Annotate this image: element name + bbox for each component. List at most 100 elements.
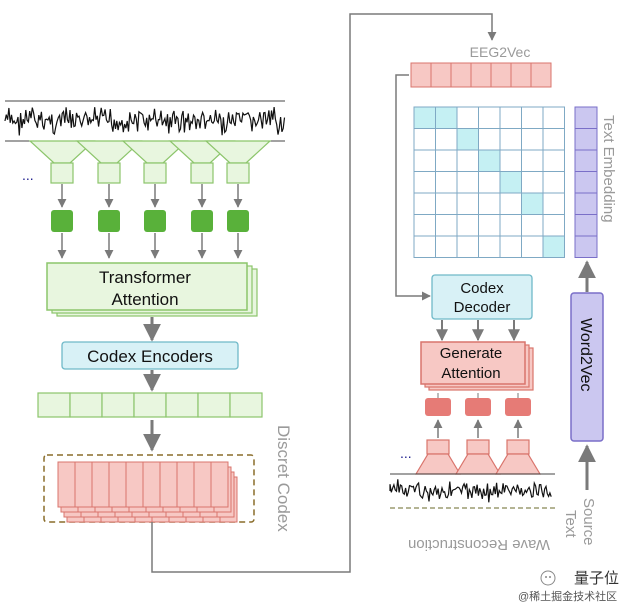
pink-cell bbox=[159, 461, 178, 508]
decoder-funnel-trapezoid bbox=[494, 453, 542, 475]
watermark: 量子位 @稀土掘金技术社区 bbox=[518, 570, 619, 603]
text-embedding-cell bbox=[574, 106, 598, 129]
grid-cell bbox=[435, 128, 458, 151]
decoder-funnels bbox=[414, 439, 542, 475]
grid-cell bbox=[413, 171, 436, 194]
grid-cell bbox=[435, 106, 458, 129]
grid-cell bbox=[456, 171, 479, 194]
grid-cell bbox=[521, 192, 544, 215]
connector-to-decoder bbox=[395, 74, 431, 301]
green-square bbox=[51, 210, 73, 232]
red-square bbox=[425, 398, 451, 416]
discret-codex-label: Discret Codex bbox=[274, 425, 293, 532]
grid-cell bbox=[542, 128, 565, 151]
grid-cell bbox=[499, 214, 522, 237]
red-square bbox=[465, 398, 491, 416]
transformer-label-line2: Attention bbox=[111, 290, 178, 309]
pink-cell bbox=[210, 461, 229, 508]
codex-decoder-line2: Decoder bbox=[454, 299, 511, 316]
grid-cell bbox=[435, 192, 458, 215]
eeg2vec-cell bbox=[450, 62, 472, 88]
grid-cell bbox=[413, 128, 436, 151]
green-token-squares bbox=[51, 210, 249, 259]
funnel-box bbox=[97, 162, 121, 184]
watermark-sub: @稀土掘金技术社区 bbox=[518, 589, 617, 603]
eeg2vec-cell bbox=[470, 62, 492, 88]
grid-cell bbox=[435, 171, 458, 194]
transformer-attention-block: Transformer Attention bbox=[46, 262, 258, 317]
eeg-wave-right bbox=[389, 473, 555, 509]
grid-cell bbox=[435, 214, 458, 237]
grid-cell bbox=[542, 171, 565, 194]
codex-cell bbox=[229, 392, 263, 418]
grid-cell bbox=[521, 214, 544, 237]
funnel-box bbox=[50, 162, 74, 184]
text-embedding-cell bbox=[574, 214, 598, 237]
eeg2vec-cell bbox=[490, 62, 512, 88]
decoder-funnel-box bbox=[506, 439, 530, 455]
text-embedding-label: Text Embedding bbox=[600, 115, 617, 223]
eeg2vec-cell bbox=[430, 62, 452, 88]
grid-cell bbox=[521, 128, 544, 151]
codex-cell bbox=[165, 392, 199, 418]
right-ellipsis: ... bbox=[400, 445, 412, 461]
pink-cell bbox=[193, 461, 212, 508]
grid-cell bbox=[542, 192, 565, 215]
discret-codex-block bbox=[43, 454, 255, 523]
grid-cell bbox=[521, 235, 544, 258]
grid-cell bbox=[499, 128, 522, 151]
eeg-wave-left bbox=[4, 100, 286, 142]
grid-cell bbox=[499, 235, 522, 258]
grid-cell bbox=[413, 106, 436, 129]
pink-cell bbox=[125, 461, 144, 508]
grid-cell bbox=[499, 192, 522, 215]
green-square bbox=[191, 210, 213, 232]
red-token-squares bbox=[425, 393, 531, 438]
grid-cell bbox=[542, 106, 565, 129]
grid-cell bbox=[456, 149, 479, 172]
grid-cell bbox=[478, 106, 501, 129]
grid-cell bbox=[456, 235, 479, 258]
grid-cell bbox=[499, 149, 522, 172]
grid-cell bbox=[542, 235, 565, 258]
grid-cell bbox=[521, 149, 544, 172]
codex-cell bbox=[197, 392, 231, 418]
generate-label-line2: Attention bbox=[441, 365, 500, 382]
grid-cell bbox=[456, 128, 479, 151]
codex-cell bbox=[69, 392, 103, 418]
encoder-funnels bbox=[28, 140, 272, 208]
grid-cell bbox=[478, 192, 501, 215]
grid-cell bbox=[413, 192, 436, 215]
codex-encoders-label: Codex Encoders bbox=[87, 347, 213, 366]
text-embedding-cell bbox=[574, 192, 598, 215]
grid-cell bbox=[499, 106, 522, 129]
watermark-brand: 量子位 bbox=[574, 570, 619, 587]
codex-decoder-block: Codex Decoder bbox=[431, 274, 533, 320]
grid-cell bbox=[413, 235, 436, 258]
grid-cell bbox=[521, 106, 544, 129]
word2vec-block: Word2Vec bbox=[570, 292, 604, 442]
funnel-box bbox=[143, 162, 167, 184]
alignment-grid bbox=[413, 106, 565, 258]
grid-cell bbox=[456, 214, 479, 237]
grid-cell bbox=[542, 214, 565, 237]
generate-label-line1: Generate bbox=[440, 345, 503, 362]
grid-cell bbox=[478, 235, 501, 258]
grid-cell bbox=[478, 149, 501, 172]
eeg2vec-cell bbox=[530, 62, 552, 88]
codex-cell bbox=[133, 392, 167, 418]
codex-encoders-block: Codex Encoders bbox=[61, 341, 239, 370]
eeg2vec-cell bbox=[510, 62, 532, 88]
pink-cell bbox=[176, 461, 195, 508]
decoder-funnel-trapezoid bbox=[454, 453, 502, 475]
generate-attention-block: Generate Attention bbox=[420, 341, 534, 391]
source-label: Source bbox=[580, 498, 597, 546]
red-square bbox=[505, 398, 531, 416]
pink-cell bbox=[108, 461, 127, 508]
funnel-box bbox=[190, 162, 214, 184]
pink-cell bbox=[142, 461, 161, 508]
grid-cell bbox=[478, 171, 501, 194]
grid-cell bbox=[456, 192, 479, 215]
left-ellipsis: ... bbox=[22, 167, 34, 183]
codex-decoder-line1: Codex bbox=[460, 280, 504, 297]
